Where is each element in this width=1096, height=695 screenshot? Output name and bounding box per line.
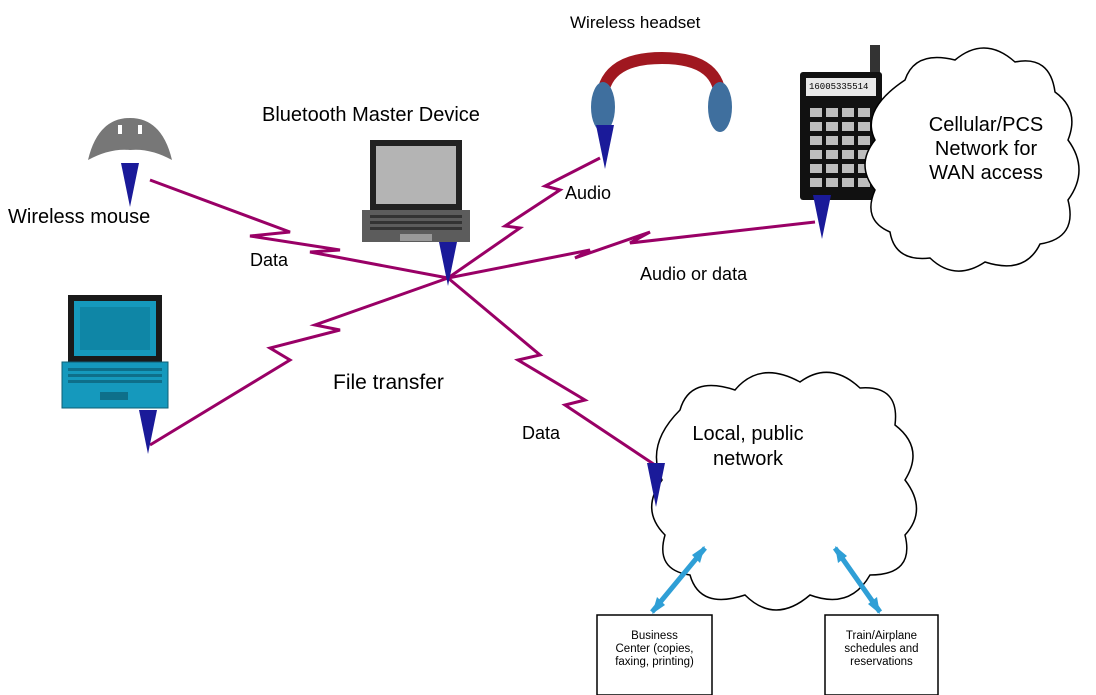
cellular-phone-icon bbox=[800, 45, 882, 239]
business-center-box bbox=[596, 614, 713, 695]
cellular-line-1: Cellular/PCS bbox=[928, 114, 1044, 136]
audio-or-data-label: Audio or data bbox=[640, 264, 748, 284]
local-line-1: Local, public bbox=[692, 423, 804, 445]
cellular-network-cloud bbox=[864, 47, 1080, 272]
arrow-train-network bbox=[832, 546, 883, 614]
local-line-2: network bbox=[712, 448, 784, 470]
train-line-3: reservations bbox=[850, 656, 913, 668]
cellular-network-label: Cellular/PCS Network for WAN access bbox=[898, 113, 1074, 185]
master-laptop-icon bbox=[362, 140, 470, 286]
file-transfer-label: File transfer bbox=[333, 371, 444, 394]
audio-label: Audio bbox=[565, 183, 612, 203]
train-airplane-box bbox=[824, 614, 939, 695]
file-transfer-laptop-icon bbox=[61, 295, 169, 454]
train-airplane-label: Train/Airplane schedules and reservation… bbox=[826, 630, 937, 669]
cellular-line-3: WAN access bbox=[929, 162, 1043, 184]
business-line-1: Business bbox=[631, 630, 678, 642]
master-device-label: Bluetooth Master Device bbox=[262, 104, 480, 126]
wireless-headset-icon bbox=[591, 51, 732, 169]
wireless-mouse-label: Wireless mouse bbox=[8, 206, 151, 228]
business-line-3: faxing, printing) bbox=[615, 656, 694, 668]
wireless-headset-label: Wireless headset bbox=[570, 13, 701, 32]
link-headset-master bbox=[447, 156, 601, 280]
data-lower-label: Data bbox=[522, 423, 561, 443]
link-mouse-master bbox=[149, 178, 449, 280]
link-network-master bbox=[447, 276, 656, 467]
arrow-business-network bbox=[650, 546, 707, 614]
business-line-2: Center (copies, bbox=[615, 643, 694, 655]
data-left-label: Data bbox=[250, 250, 289, 270]
cellular-line-2: Network for bbox=[934, 138, 1038, 160]
local-network-cloud bbox=[650, 371, 918, 611]
wireless-mouse-icon bbox=[88, 118, 172, 207]
business-center-label: Business Center (copies, faxing, printin… bbox=[598, 630, 711, 669]
phone-display-number: 16005335514 bbox=[809, 82, 869, 92]
train-line-1: Train/Airplane bbox=[845, 630, 918, 642]
train-line-2: schedules and bbox=[844, 643, 919, 655]
link-phone-master bbox=[447, 220, 816, 280]
local-network-label: Local, public network bbox=[668, 422, 828, 472]
link-laptop-master bbox=[149, 276, 449, 447]
